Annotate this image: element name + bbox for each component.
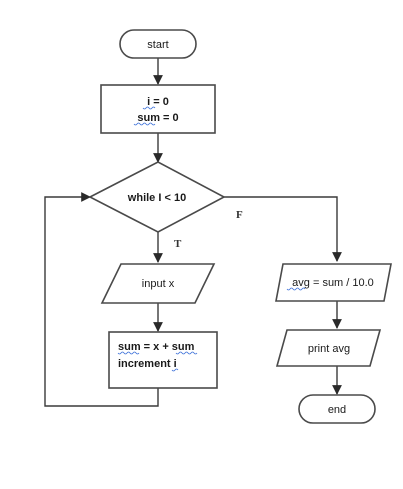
- arrow-decision-false: [224, 196, 342, 262]
- compute-avg-parallelogram: [275, 263, 392, 302]
- loop-back-arrow: [44, 192, 159, 407]
- spellcheck-underline: [175, 351, 198, 355]
- spellcheck-underline: [142, 106, 156, 110]
- true-branch-label: T: [174, 238, 182, 250]
- decision-label: while I < 10: [127, 192, 186, 204]
- while-decision-diamond: [88, 161, 226, 233]
- spellcheck-underline: [133, 122, 156, 126]
- body-line-1: sum = x + sum: [118, 341, 195, 353]
- input-x-parallelogram: [100, 263, 216, 304]
- loop-body-box: [108, 331, 218, 389]
- compute-label: avg = sum / 10.0: [292, 277, 374, 289]
- spellcheck-underline: [117, 351, 140, 355]
- init-process-box: [100, 84, 216, 134]
- print-avg-parallelogram: [275, 329, 382, 367]
- start-label: start: [147, 39, 168, 51]
- false-branch-label: F: [236, 209, 243, 221]
- init-line-1: i = 0: [147, 96, 169, 108]
- spellcheck-underline: [286, 287, 306, 291]
- connectors: [44, 58, 342, 407]
- start-terminator: [119, 29, 197, 59]
- end-terminator: [298, 394, 376, 424]
- init-line-2: sum = 0: [137, 112, 178, 124]
- print-label: print avg: [308, 343, 350, 355]
- input-label: input x: [142, 278, 175, 290]
- end-label: end: [328, 404, 346, 416]
- spellcheck-underline: [171, 368, 179, 372]
- body-line-2: increment i: [118, 358, 177, 370]
